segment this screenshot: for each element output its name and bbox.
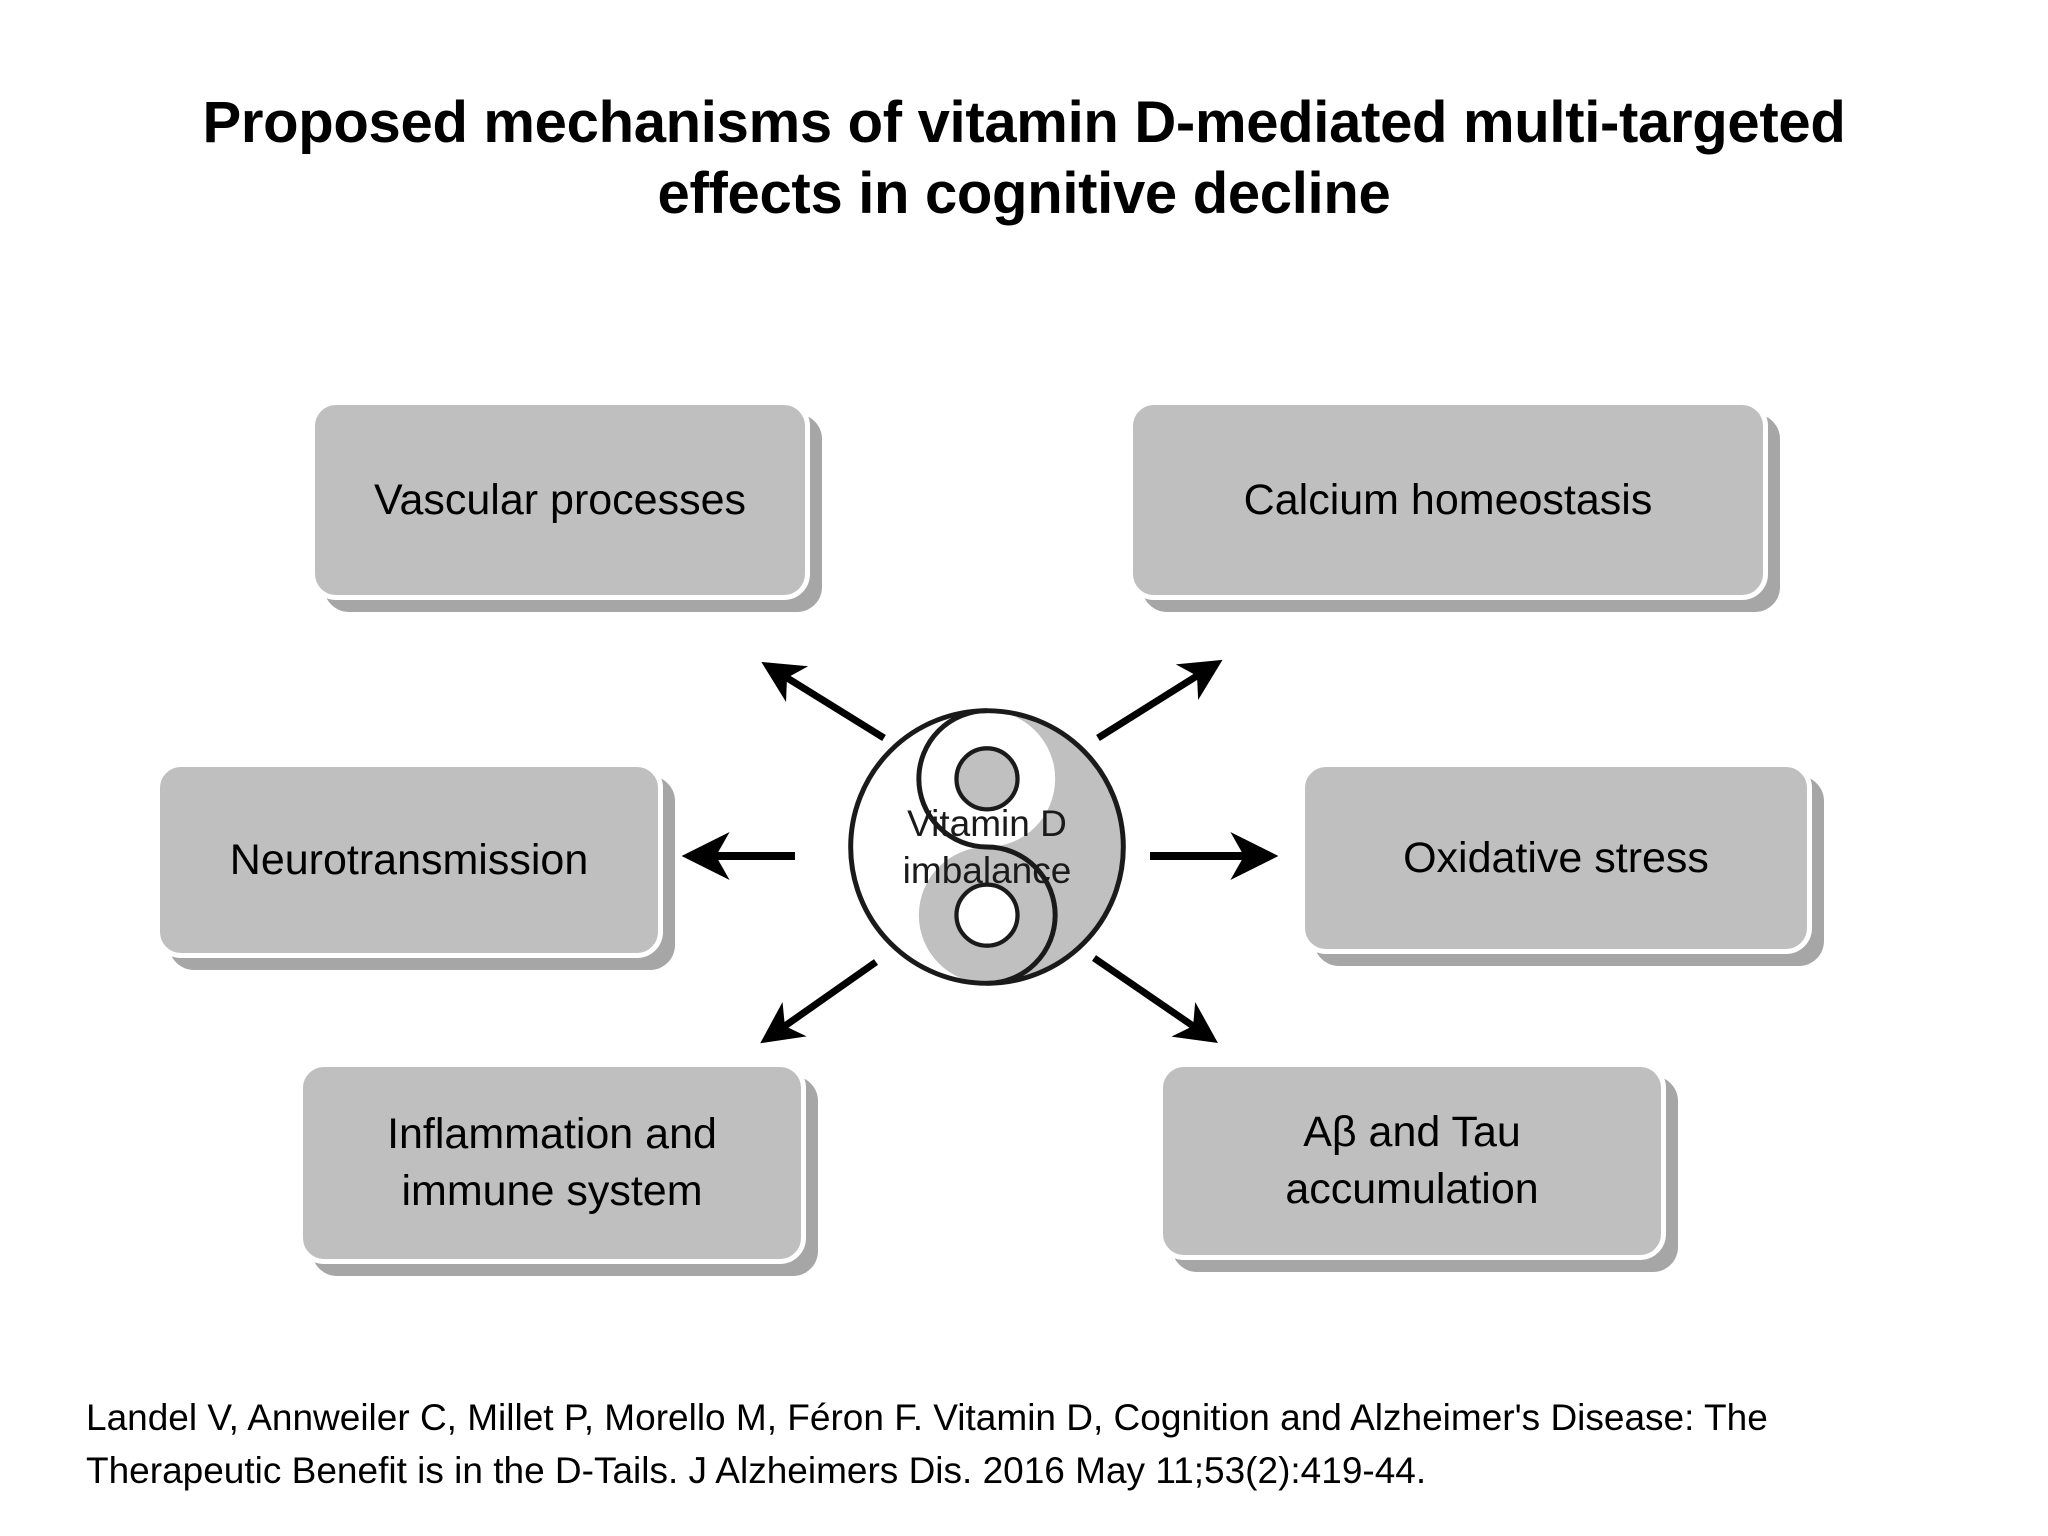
page-title: Proposed mechanisms of vitamin D-mediate… — [202, 90, 1846, 226]
mechanism-box-oxidative-stress[interactable]: Oxidative stress — [1300, 762, 1812, 954]
citation-text: Landel V, Annweiler C, Millet P, Morello… — [86, 1397, 1768, 1491]
center-node[interactable]: Vitamin D imbalance — [845, 703, 1129, 991]
mechanism-box-vascular-processes[interactable]: Vascular processes — [310, 400, 810, 600]
mechanism-box-abeta-and-tau-accumulation[interactable]: Aβ and Tau accumulation — [1158, 1062, 1666, 1260]
yin-dot-dark — [954, 746, 1020, 812]
mechanism-box-inflammation-and-immune-system[interactable]: Inflammation and immune system — [298, 1062, 806, 1264]
yin-yang-icon — [848, 708, 1126, 986]
mechanism-box-calcium-homeostasis[interactable]: Calcium homeostasis — [1128, 400, 1768, 600]
mechanism-box-neurotransmission[interactable]: Neurotransmission — [155, 762, 663, 958]
yang-dot-light — [954, 882, 1020, 948]
